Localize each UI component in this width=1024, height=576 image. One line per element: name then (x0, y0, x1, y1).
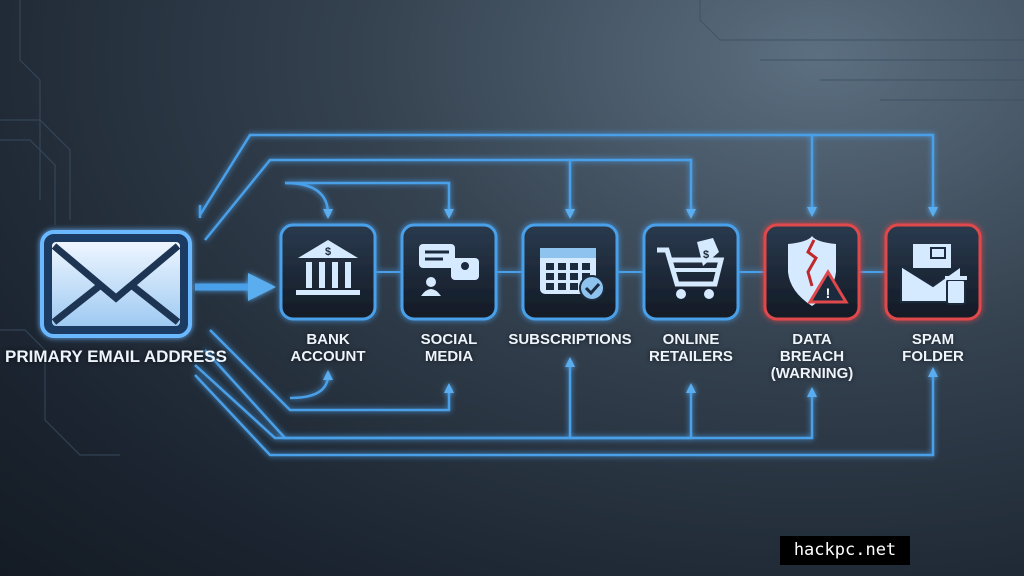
svg-text:$: $ (703, 249, 709, 261)
flow-line-social-top (285, 181, 454, 219)
node-calendar-check[interactable] (521, 223, 619, 321)
node-label-subscriptions: Subscriptions (508, 331, 632, 348)
node-broken-shield-warning[interactable]: ! (763, 223, 861, 321)
flow-line-bank-top (284, 181, 333, 219)
envelope-icon (51, 242, 181, 326)
node-label-retailers: Online Retailers (649, 331, 733, 365)
node-label-social: Social Media (420, 331, 478, 365)
node-box (400, 223, 498, 321)
flow-line-spam-top (198, 133, 938, 217)
chat-users-icon (419, 244, 479, 296)
node-bank[interactable]: $ (279, 223, 377, 321)
bank-icon: $ (296, 240, 360, 295)
node-shopping-cart[interactable]: $ (642, 223, 740, 321)
primary-email-label: Primary Email Address (5, 347, 227, 366)
shopping-cart-icon: $ (657, 238, 725, 299)
flow-line-retail-top (204, 158, 696, 241)
node-box (279, 223, 377, 321)
node-label-bank: Bank Account (290, 331, 366, 365)
node-label-spam: Spam Folder (902, 331, 964, 365)
flow-line-breach-bottom (194, 364, 817, 440)
node-label-breach: Data Breach (Warning) (770, 331, 854, 382)
calendar-check-icon (540, 248, 605, 301)
broken-shield-warning-icon: ! (788, 236, 849, 306)
flow-line-social-bottom (209, 329, 454, 412)
flow-lines (194, 133, 938, 457)
node-chat-users[interactable] (400, 223, 498, 321)
primary-email-node[interactable] (40, 230, 192, 338)
spam-mail-trash-icon (900, 244, 967, 305)
svg-text:!: ! (826, 285, 831, 301)
watermark: hackpc.net (780, 536, 910, 565)
flow-line-spam-bottom (194, 367, 938, 457)
circuit-decoration (0, 0, 1024, 456)
svg-text:$: $ (325, 246, 331, 258)
flow-line-bank-bottom (289, 370, 333, 400)
node-spam-mail-trash[interactable] (884, 223, 982, 321)
